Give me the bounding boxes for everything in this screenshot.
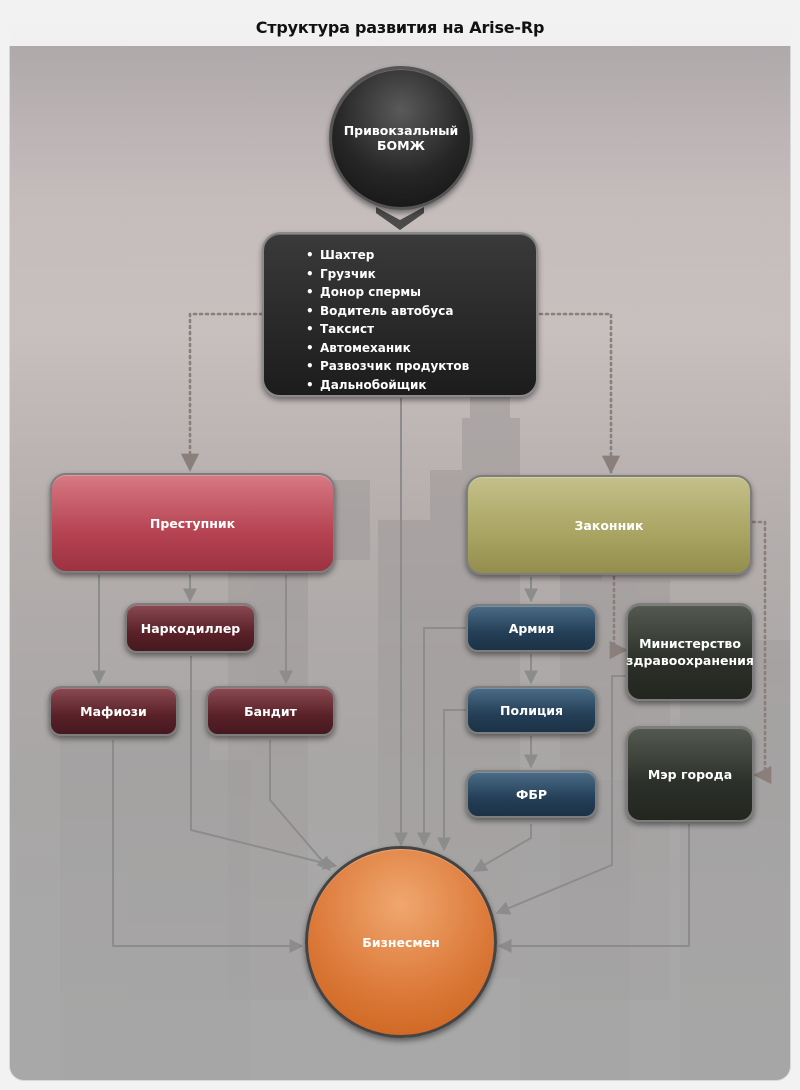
job-item-donor: Донор спермы (306, 283, 469, 302)
arrow-mayor-to-businessman (497, 824, 690, 953)
node-station-homeless-line1: Привокзальный (343, 123, 459, 138)
diagram-title: Структура развития на Arise-Rp (255, 18, 545, 37)
node-health-ministry-line1: Министерство (639, 636, 741, 651)
arrow-army-to-businessman (417, 627, 467, 847)
node-bandit: Бандит (206, 686, 335, 736)
node-army: Армия (466, 604, 597, 652)
arrow-fbi-to-businessman (472, 824, 532, 872)
arrow-drug-dealer-to-businessman (190, 656, 338, 870)
node-police: Полиция (466, 686, 597, 734)
job-item-loader: Грузчик (306, 265, 469, 284)
node-fbi: ФБР (466, 770, 597, 818)
dotted-arrow-jobs-to-criminal (180, 312, 264, 472)
job-item-trucker: Дальнобойщик (306, 376, 469, 395)
arrow-mafioso-to-businessman (112, 740, 304, 953)
dotted-arrow-lawman-to-mayor (751, 520, 772, 785)
arrow-bandit-to-businessman (269, 740, 331, 872)
chevron-down-icon (376, 207, 424, 230)
node-criminal: Преступник (50, 473, 335, 573)
node-starter-jobs: Шахтер Грузчик Донор спермы Водитель авт… (262, 232, 538, 397)
node-lawman: Законник (466, 475, 752, 575)
job-item-mechanic: Автомеханик (306, 339, 469, 358)
arrow-police-to-businessman (437, 709, 467, 852)
job-item-taxi-driver: Таксист (306, 320, 469, 339)
node-health-ministry-line2: здравоохранения (626, 653, 754, 668)
node-mafioso: Мафиози (49, 686, 178, 736)
dotted-arrow-jobs-to-lawman (538, 312, 621, 474)
node-station-homeless-line2: БОМЖ (377, 138, 425, 153)
node-health-ministry: Министерство здравоохранения (626, 603, 754, 701)
node-mayor: Мэр города (626, 726, 754, 822)
job-item-bus-driver: Водитель автобуса (306, 302, 469, 321)
job-item-miner: Шахтер (306, 246, 469, 265)
arrow-health-ministry-to-businessman (495, 675, 627, 915)
job-item-food-courier: Развозчик продуктов (306, 357, 469, 376)
dotted-arrow-lawman-to-health (609, 575, 628, 660)
node-drug-dealer: Наркодиллер (125, 603, 256, 653)
job-list: Шахтер Грузчик Донор спермы Водитель авт… (306, 246, 469, 394)
node-businessman: Бизнесмен (305, 846, 497, 1038)
node-station-homeless: Привокзальный БОМЖ (329, 66, 473, 210)
